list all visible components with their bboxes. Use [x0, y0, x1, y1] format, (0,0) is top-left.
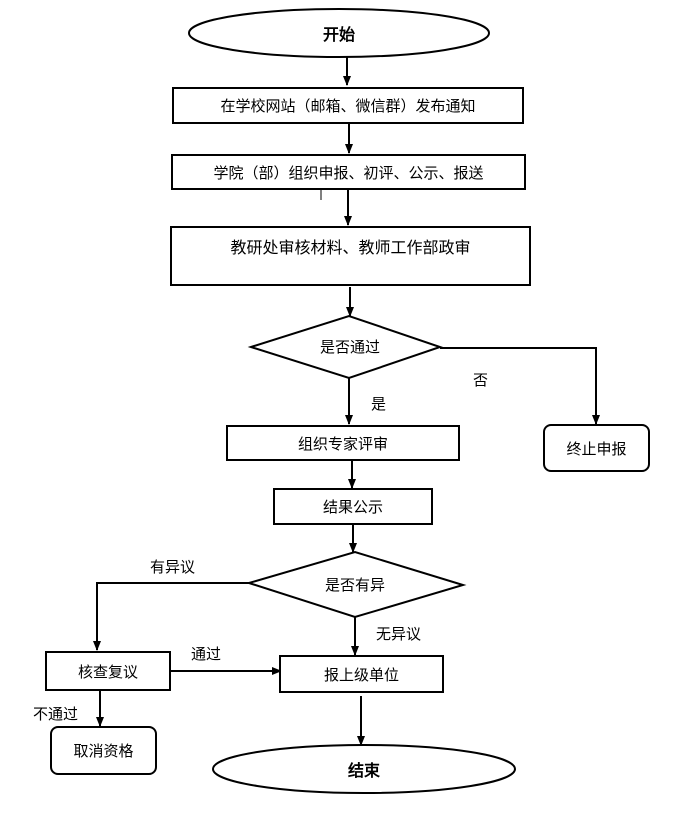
end-node: 结束 — [213, 745, 515, 793]
step-report-label: 报上级单位 — [323, 665, 399, 684]
decision-pass: 是否通过 — [290, 334, 410, 358]
step-recheck-label: 核查复议 — [77, 662, 138, 681]
step-college-submit: 学院（部）组织申报、初评、公示、报送 — [171, 154, 526, 190]
start-node: 开始 — [189, 9, 489, 57]
step-publish-notice: 在学校网站（邮箱、微信群）发布通知 — [172, 87, 524, 124]
step-publicize-result: 结果公示 — [273, 488, 433, 525]
decision-objection-shape — [245, 550, 467, 619]
label-pass: 通过 — [191, 645, 222, 663]
label-has-objection: 有异议 — [150, 558, 196, 576]
arrow-has-objection — [93, 582, 249, 651]
terminate-label: 终止申报 — [566, 439, 627, 458]
cancel-node: 取消资格 — [50, 726, 157, 775]
end-label: 结束 — [347, 761, 380, 780]
label-fail: 不通过 — [33, 705, 79, 723]
label-no-objection: 无异议 — [376, 625, 422, 643]
start-label: 开始 — [322, 25, 355, 44]
decision-pass-label: 是否通过 — [319, 337, 380, 356]
step-report-upper: 报上级单位 — [279, 655, 444, 693]
arrow-decision-no — [440, 347, 600, 425]
step-publicize-label: 结果公示 — [322, 498, 383, 516]
step-expert-label: 组织专家评审 — [297, 434, 388, 453]
step-expert-review: 组织专家评审 — [226, 425, 460, 461]
start-terminal-shape — [188, 8, 490, 58]
step-review-label: 教研处审核材料、教师工作部政审 — [230, 238, 471, 257]
step-publish-label: 在学校网站（邮箱、微信群）发布通知 — [220, 97, 476, 115]
label-no: 否 — [473, 371, 489, 389]
step-college-label: 学院（部）组织申报、初评、公示、报送 — [213, 163, 484, 182]
step-review-materials: 教研处审核材料、教师工作部政审 — [170, 226, 531, 286]
cancel-label: 取消资格 — [73, 742, 134, 760]
step-recheck: 核查复议 — [45, 651, 171, 691]
label-yes: 是 — [371, 395, 387, 413]
decision-objection-label: 是否有异 — [324, 575, 385, 594]
decision-objection: 是否有异 — [300, 572, 410, 596]
terminate-node: 终止申报 — [543, 424, 650, 472]
